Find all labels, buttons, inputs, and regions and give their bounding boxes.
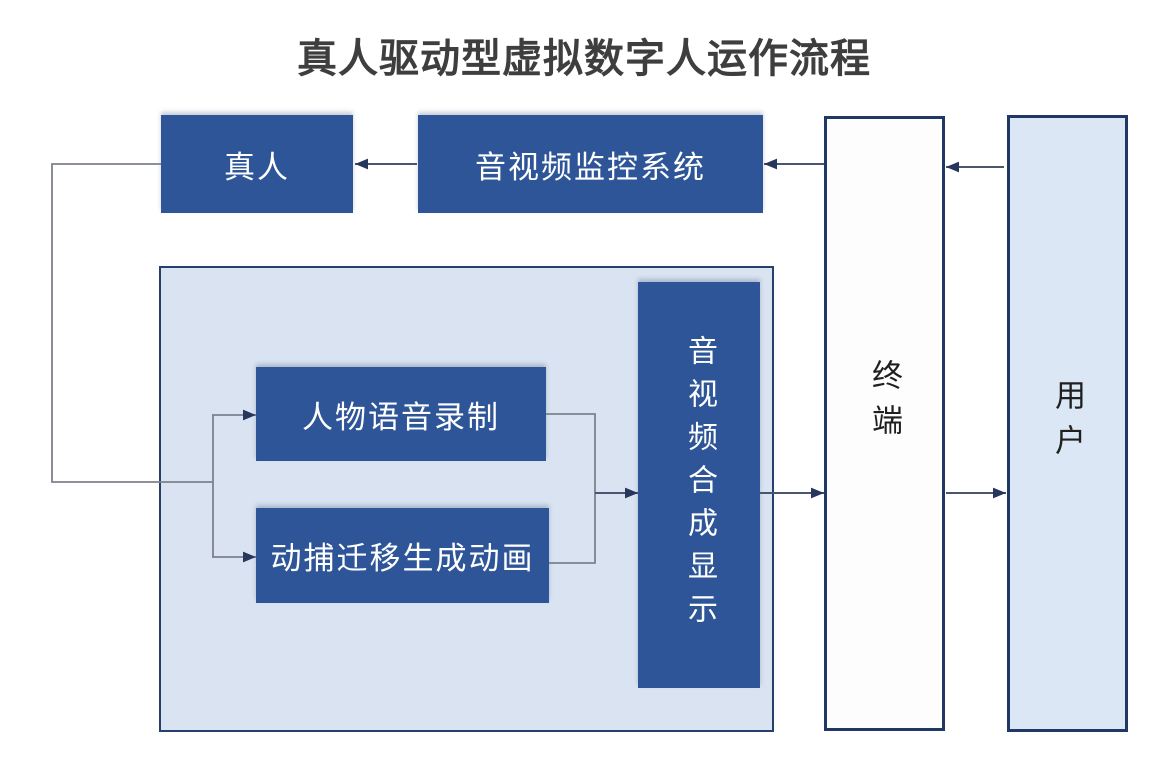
node-user-label: 用户 xyxy=(1050,378,1085,469)
node-voice-recording-label: 人物语音录制 xyxy=(302,399,500,435)
node-real-person: 真人 xyxy=(161,115,353,213)
node-av-compose-display-label: 音视频合成显示 xyxy=(683,334,716,636)
node-av-monitor-system-label: 音视频监控系统 xyxy=(475,149,706,185)
diagram-title: 真人驱动型虚拟数字人运作流程 xyxy=(297,37,871,81)
node-terminal: 终端 xyxy=(824,116,945,731)
node-mocap-animation-label: 动捕迁移生成动画 xyxy=(270,541,535,576)
node-mocap-animation: 动捕迁移生成动画 xyxy=(256,508,549,603)
node-real-person-label: 真人 xyxy=(224,149,290,185)
node-voice-recording: 人物语音录制 xyxy=(256,367,546,461)
node-av-monitor-system: 音视频监控系统 xyxy=(418,115,763,213)
node-user: 用户 xyxy=(1007,115,1128,732)
node-terminal-label: 终端 xyxy=(867,358,902,449)
node-av-compose-display: 音视频合成显示 xyxy=(638,282,760,688)
